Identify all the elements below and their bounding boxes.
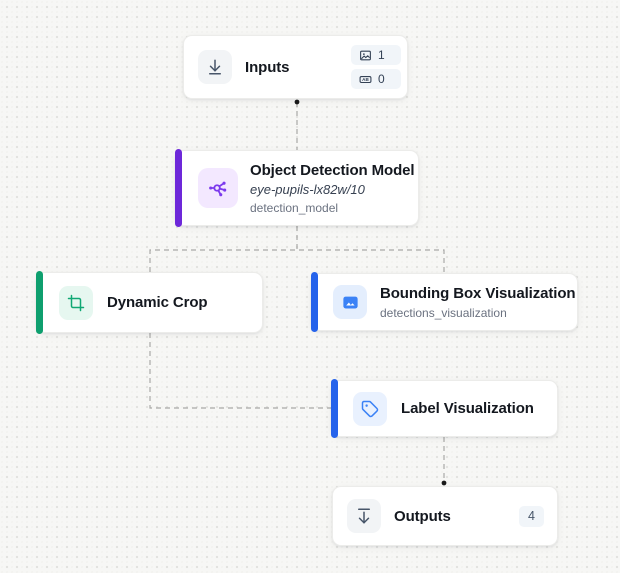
image-inputs-count: 1 <box>378 48 385 62</box>
node-object-detection-model[interactable]: Object Detection Model eye-pupils-lx82w/… <box>175 149 419 227</box>
node-title: Inputs <box>245 58 290 76</box>
model-id: eye-pupils-lx82w/10 <box>250 181 365 197</box>
node-bounding-box-visualization[interactable]: Bounding Box Visualization detections_vi… <box>311 272 578 332</box>
outputs-input-port[interactable] <box>441 480 447 486</box>
image-frame-icon <box>342 296 358 308</box>
outputs-count-badge: 4 <box>519 505 544 527</box>
accent-bar <box>36 271 43 334</box>
node-dynamic-crop[interactable]: Dynamic Crop <box>36 271 263 334</box>
crop-icon <box>67 294 85 311</box>
connector-detection-to-crop-and-bbox <box>149 249 445 273</box>
inputs-output-port[interactable] <box>294 99 300 105</box>
parameter-inputs-count: 0 <box>378 72 385 86</box>
connector-crop-to-label <box>149 333 331 409</box>
step-name: detection_model <box>250 200 339 215</box>
svg-text:AB: AB <box>362 77 369 82</box>
node-title: Label Visualization <box>401 400 534 417</box>
node-inputs[interactable]: Inputs 1 AB 0 <box>183 35 408 99</box>
node-title: Outputs <box>394 507 451 525</box>
node-label-visualization[interactable]: Label Visualization <box>331 379 558 438</box>
model-graph-icon <box>209 181 227 197</box>
node-outputs[interactable]: Outputs 4 <box>332 486 558 546</box>
arrow-down-to-line-icon <box>209 59 221 75</box>
tag-icon <box>361 400 379 417</box>
arrow-down-from-line-icon <box>358 508 370 524</box>
image-inputs-badge: 1 <box>351 45 401 65</box>
parameter-inputs-badge: AB 0 <box>351 69 401 89</box>
inputs-badges: 1 AB 0 <box>351 45 401 89</box>
accent-bar <box>175 149 182 227</box>
image-input-icon <box>360 50 371 60</box>
node-title: Dynamic Crop <box>107 294 208 311</box>
accent-bar <box>331 379 338 438</box>
node-title: Object Detection Model <box>250 161 415 179</box>
accent-bar <box>311 272 318 332</box>
step-name: detections_visualization <box>380 305 507 320</box>
node-title: Bounding Box Visualization <box>380 284 576 302</box>
parameter-input-icon: AB <box>359 75 372 83</box>
